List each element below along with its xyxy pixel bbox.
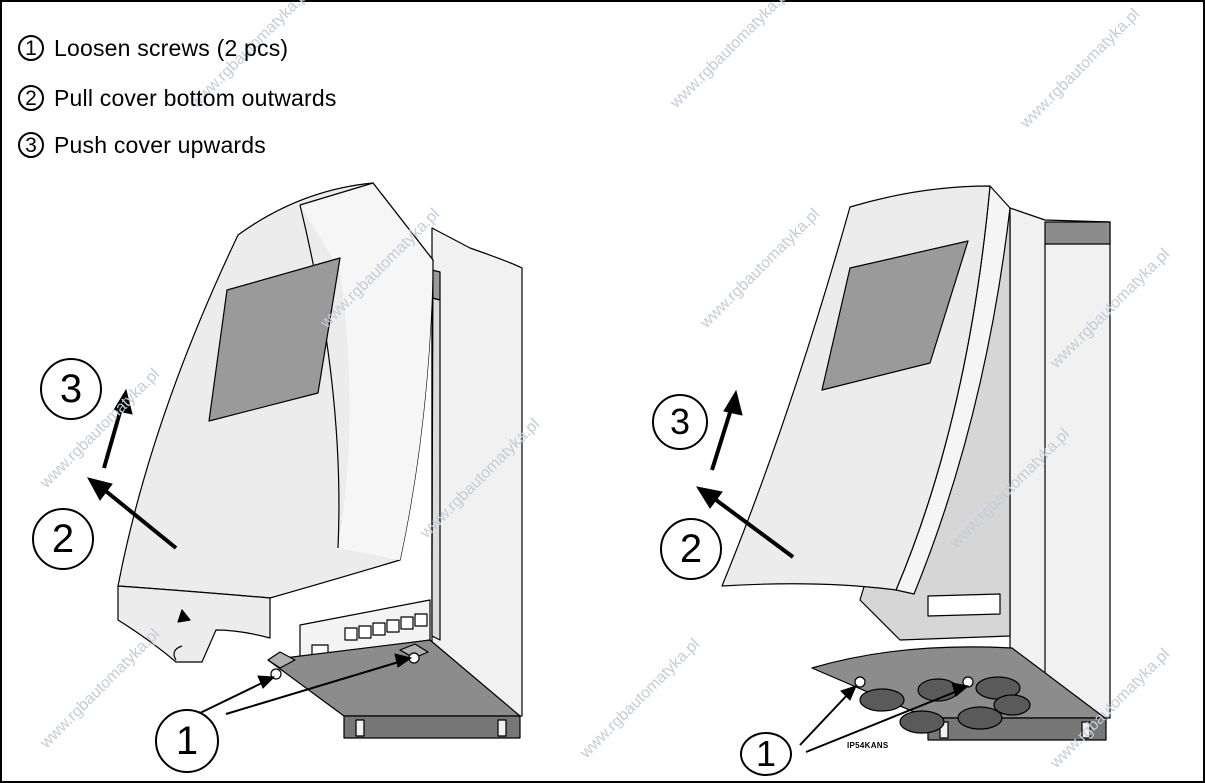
figure-code-label: IP54KANS [847, 741, 889, 750]
left-callout-screws: 1 [155, 709, 219, 773]
right-arrows [695, 389, 970, 753]
right-bottom-plate [811, 646, 1106, 719]
right-screw-a [854, 676, 866, 688]
instruction-step-2: 2 Pull cover bottom outwards [18, 81, 337, 115]
cable-hole [957, 706, 1003, 730]
left-unit-drawing [117, 182, 523, 739]
right-callout-pull-out: 2 [660, 518, 722, 580]
right-unit-drawing [721, 185, 1111, 741]
left-cover-lip [117, 585, 271, 663]
cable-hole [917, 678, 959, 702]
right-callout-push-up: 3 [652, 394, 708, 450]
step-number-badge: 2 [18, 85, 44, 111]
instruction-step-1: 1 Loosen screws (2 pcs) [18, 31, 288, 65]
cable-hole [993, 694, 1031, 716]
step-text: Push cover upwards [54, 131, 266, 158]
right-screw-b [962, 676, 974, 688]
cable-hole [859, 688, 905, 712]
step-number-badge: 3 [18, 132, 44, 158]
left-callout-push-up: 3 [40, 358, 102, 420]
right-display-window [821, 240, 969, 391]
instruction-step-3: 3 Push cover upwards [18, 128, 266, 162]
step-text: Loosen screws (2 pcs) [54, 34, 289, 61]
right-callout-screws: 1 [740, 732, 792, 776]
left-callout-pull-out: 2 [32, 508, 94, 570]
cable-hole [899, 710, 945, 734]
step-number-badge: 1 [18, 35, 44, 61]
left-cover-side [300, 183, 433, 560]
left-arrows [87, 388, 413, 715]
step-text: Pull cover bottom outwards [54, 84, 337, 111]
left-display-window [208, 257, 341, 422]
left-plate-edge [343, 715, 521, 739]
